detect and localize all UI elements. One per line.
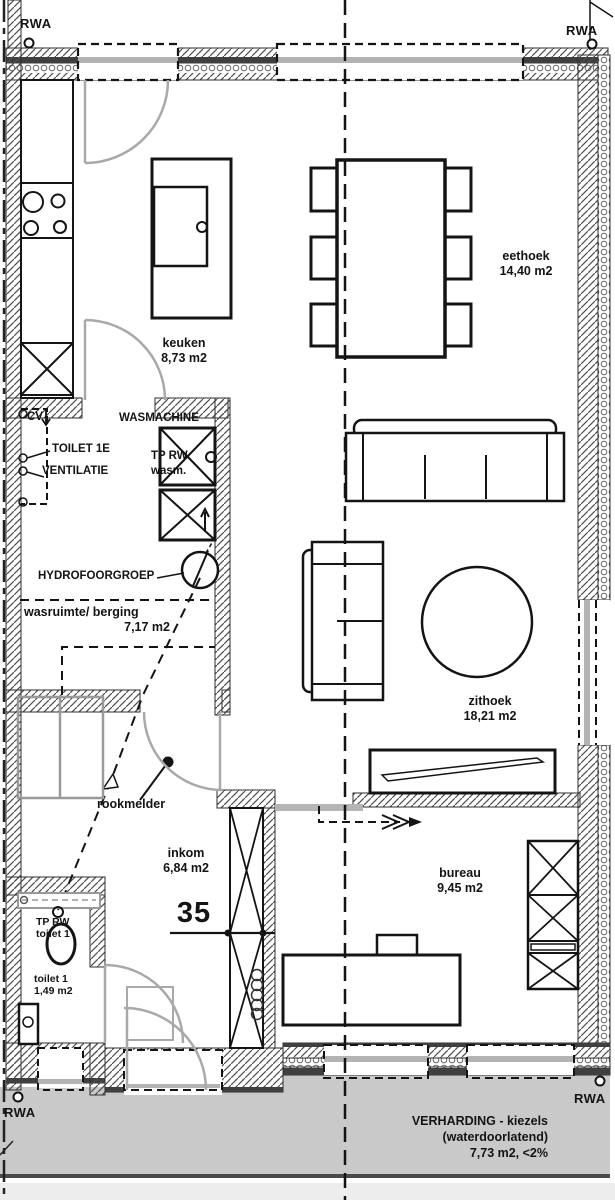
property-line bbox=[0, 0, 14, 1200]
flow-arrow-icon bbox=[101, 772, 120, 790]
sideboard bbox=[368, 748, 557, 795]
hall-closet bbox=[16, 695, 105, 800]
room-label-bureau: bureau 9,45 m2 bbox=[437, 866, 483, 895]
dashed-service-lines bbox=[20, 577, 215, 911]
vent-arrow-icon bbox=[200, 506, 210, 532]
label-tp-rw-toilet: TP RW toilet 1 bbox=[36, 916, 70, 941]
rwa-circle-icon bbox=[23, 37, 35, 49]
rwa-label-top-left: RWA bbox=[20, 16, 52, 31]
storage-cabinet bbox=[526, 839, 580, 991]
dining-chairs bbox=[309, 166, 473, 348]
label-cv: CV bbox=[27, 411, 43, 423]
radiator-coil-icon bbox=[250, 968, 264, 1021]
label-ventilatie: VENTILATIE bbox=[42, 465, 109, 477]
sofa-large bbox=[344, 418, 566, 503]
cooktop-icon bbox=[22, 191, 67, 236]
dining-table bbox=[335, 158, 447, 359]
room-label-wasruimte: wasruimte/ berging 7,17 m2 bbox=[24, 605, 170, 634]
door-arcs bbox=[83, 79, 223, 1091]
plan-number: 35 bbox=[176, 897, 212, 929]
sink-unit-icon bbox=[20, 342, 74, 396]
sofa-small bbox=[301, 540, 385, 702]
kitchen-counter bbox=[20, 79, 74, 399]
rw-point-icon bbox=[52, 906, 64, 918]
rwa-circle-icon bbox=[594, 1075, 606, 1087]
hand-basin-icon bbox=[17, 1002, 40, 1046]
label-wasm: wasm. bbox=[151, 465, 187, 477]
room-label-inkom: inkom 6,84 m2 bbox=[163, 846, 209, 875]
section-arrow bbox=[318, 806, 400, 823]
rwa-label-bottom-left: RWA bbox=[4, 1105, 36, 1120]
toilet-bowl-icon bbox=[45, 922, 77, 966]
interior-walls bbox=[5, 397, 581, 1049]
label-wasmachine: WASMACHINE bbox=[119, 412, 199, 424]
toilet-fixtures bbox=[17, 892, 101, 1046]
rwa-label-top-right: RWA bbox=[566, 23, 598, 38]
label-rookmelder: rookmelder bbox=[97, 797, 166, 811]
down-arrow-icon bbox=[41, 410, 51, 427]
rwa-circle-icon bbox=[12, 1091, 24, 1103]
section-line bbox=[318, 0, 422, 1200]
hydrofoor-pump-icon bbox=[156, 540, 220, 590]
label-toilet-1e: TOILET 1E bbox=[52, 443, 110, 455]
room-label-toilet: toilet 1 1,49 m2 bbox=[34, 973, 73, 998]
desk-chair bbox=[375, 933, 419, 957]
cv-unit-icon bbox=[18, 408, 51, 507]
windows bbox=[37, 42, 610, 1094]
washing-machine-icon bbox=[158, 426, 217, 542]
room-label-eethoek: eethoek 14,40 m2 bbox=[499, 249, 553, 278]
kitchen-island bbox=[150, 157, 233, 320]
coffee-table bbox=[420, 565, 534, 679]
desk bbox=[281, 933, 462, 1027]
rwa-label-bottom-right: RWA bbox=[574, 1091, 606, 1106]
terrace-verharding bbox=[0, 1075, 615, 1200]
rwa-circle-icon bbox=[586, 38, 598, 50]
room-label-zithoek: zithoek 18,21 m2 bbox=[463, 694, 517, 723]
shaft-stairs bbox=[170, 807, 275, 1049]
room-label-keuken: keuken 8,73 m2 bbox=[161, 336, 207, 365]
rwa-points bbox=[12, 37, 606, 1103]
label-tp-rw: TP RW bbox=[151, 450, 188, 462]
label-verharding: VERHARDING - kiezels (waterdoorlatend) 7… bbox=[411, 1114, 548, 1160]
label-hydrofoorgroep: HYDROFOORGROEP bbox=[38, 570, 155, 582]
smoke-detector-icon bbox=[139, 756, 174, 801]
